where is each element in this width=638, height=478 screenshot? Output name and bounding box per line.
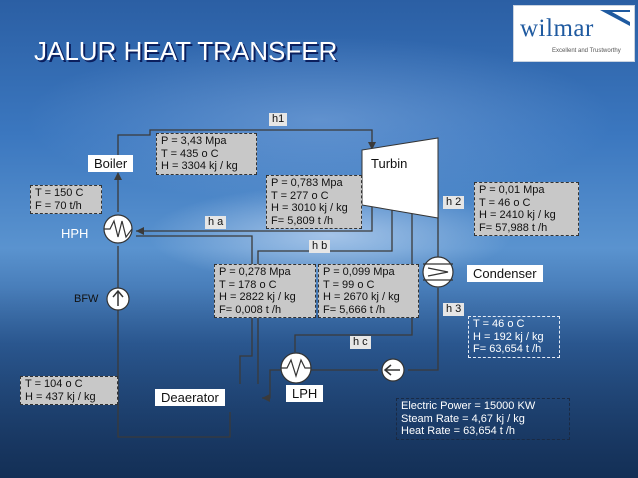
extraction-b-box: P = 0,278 Mpa T = 178 o C H = 2822 kj / … (214, 264, 316, 318)
extraction-a-box: P = 0,783 Mpa T = 277 o C H = 3010 kj / … (266, 175, 362, 229)
extraction-b-enthalpy: H = 2822 kj / kg (219, 291, 296, 303)
hph-drain-pipe (136, 235, 253, 384)
deaerator-out-temperature: T = 104 o C (25, 378, 83, 390)
extraction-a-temperature: T = 277 o C (271, 189, 329, 202)
condensate-temperature: T = 46 o C (473, 318, 525, 330)
tag-ha: h a (205, 216, 227, 229)
extraction-b-flow: F= 0,008 t /h (219, 303, 282, 316)
deaerator-out-enthalpy: H = 437 kj / kg (25, 390, 96, 403)
boiler-out-temperature: T = 435 o C (161, 147, 219, 160)
summary-box: Electric Power = 15000 KW Steam Rate = 4… (396, 398, 570, 440)
extraction-c-enthalpy: H = 2670 kj / kg (323, 291, 400, 303)
main-steam-pipe (117, 129, 373, 172)
tag-h3: h 3 (443, 303, 465, 316)
condenser-icon (422, 256, 454, 288)
logo-tagline: Excellent and Trustworthy (552, 48, 621, 54)
boiler-out-enthalpy: H = 3304 kj / kg (161, 160, 238, 172)
condensate-pipe (408, 288, 439, 371)
tag-hb: h b (309, 240, 331, 253)
condensate-box: T = 46 o C H = 192 kj / kg F= 63,654 t /… (468, 316, 560, 358)
exhaust-box: P = 0,01 Mpa T = 46 o C H = 2410 kj / kg… (474, 182, 579, 236)
deaerator-label: Deaerator (155, 389, 225, 406)
bfw-label: BFW (74, 293, 99, 305)
deaerator-out-box: T = 104 o C H = 437 kj / kg (20, 376, 118, 405)
bfw-deaerator-pipe (117, 310, 231, 438)
condensate-enthalpy: H = 192 kj / kg (473, 330, 544, 343)
exhaust-enthalpy: H = 2410 kj / kg (479, 209, 556, 221)
turbine-icon (361, 137, 439, 219)
tag-h2: h 2 (443, 196, 465, 209)
extraction-a-pipe (136, 205, 373, 232)
extraction-a-pressure: P = 0,783 Mpa (271, 177, 343, 189)
extraction-c-box: P = 0,099 Mpa T = 99 o C H = 2670 kj / k… (318, 264, 419, 318)
hph-in-flow: F = 70 t/h (35, 199, 82, 212)
lph-label: LPH (286, 385, 324, 402)
boiler-out-pressure: P = 3,43 Mpa (161, 135, 227, 147)
hph-in-box: T = 150 C F = 70 t/h (30, 185, 102, 214)
hph-in-temperature: T = 150 C (35, 187, 84, 199)
summary-heat-rate: Heat Rate = 63,654 t /h (401, 425, 516, 437)
exhaust-temperature: T = 46 o C (479, 196, 531, 209)
tag-h1: h1 (269, 113, 288, 126)
condensate-flow: F= 63,654 t /h (473, 343, 542, 355)
boiler-out-box: P = 3,43 Mpa T = 435 o C H = 3304 kj / k… (156, 133, 257, 175)
lph-outlet-pipe (262, 369, 282, 399)
condenser-label: Condenser (467, 265, 543, 282)
logo-name: wilmar (520, 15, 594, 42)
extraction-c-temperature: T = 99 o C (323, 278, 375, 291)
exhaust-pressure: P = 0,01 Mpa (479, 184, 545, 196)
extraction-b-pressure: P = 0,278 Mpa (219, 266, 291, 278)
summary-steam-rate: Steam Rate = 4,67 kj / kg (401, 412, 525, 425)
extraction-b-temperature: T = 178 o C (219, 278, 277, 291)
extraction-a-flow: F= 5,809 t /h (271, 214, 334, 227)
tag-hc: h c (350, 336, 371, 349)
logo-mark-icon (600, 10, 630, 26)
exhaust-flow: F= 57,988 t /h (479, 221, 548, 234)
extraction-c-flow: F= 5,666 t /h (323, 303, 386, 316)
turbin-label: Turbin (365, 155, 414, 172)
page-title: JALUR HEAT TRANSFER (34, 36, 338, 66)
summary-electric-power: Electric Power = 15000 KW (401, 400, 536, 412)
hph-label: HPH (61, 226, 89, 241)
boiler-label: Boiler (88, 155, 134, 172)
company-logo: wilmar Excellent and Trustworthy (513, 5, 635, 62)
extraction-c-pressure: P = 0,099 Mpa (323, 266, 395, 278)
extraction-a-enthalpy: H = 3010 kj / kg (271, 202, 348, 214)
